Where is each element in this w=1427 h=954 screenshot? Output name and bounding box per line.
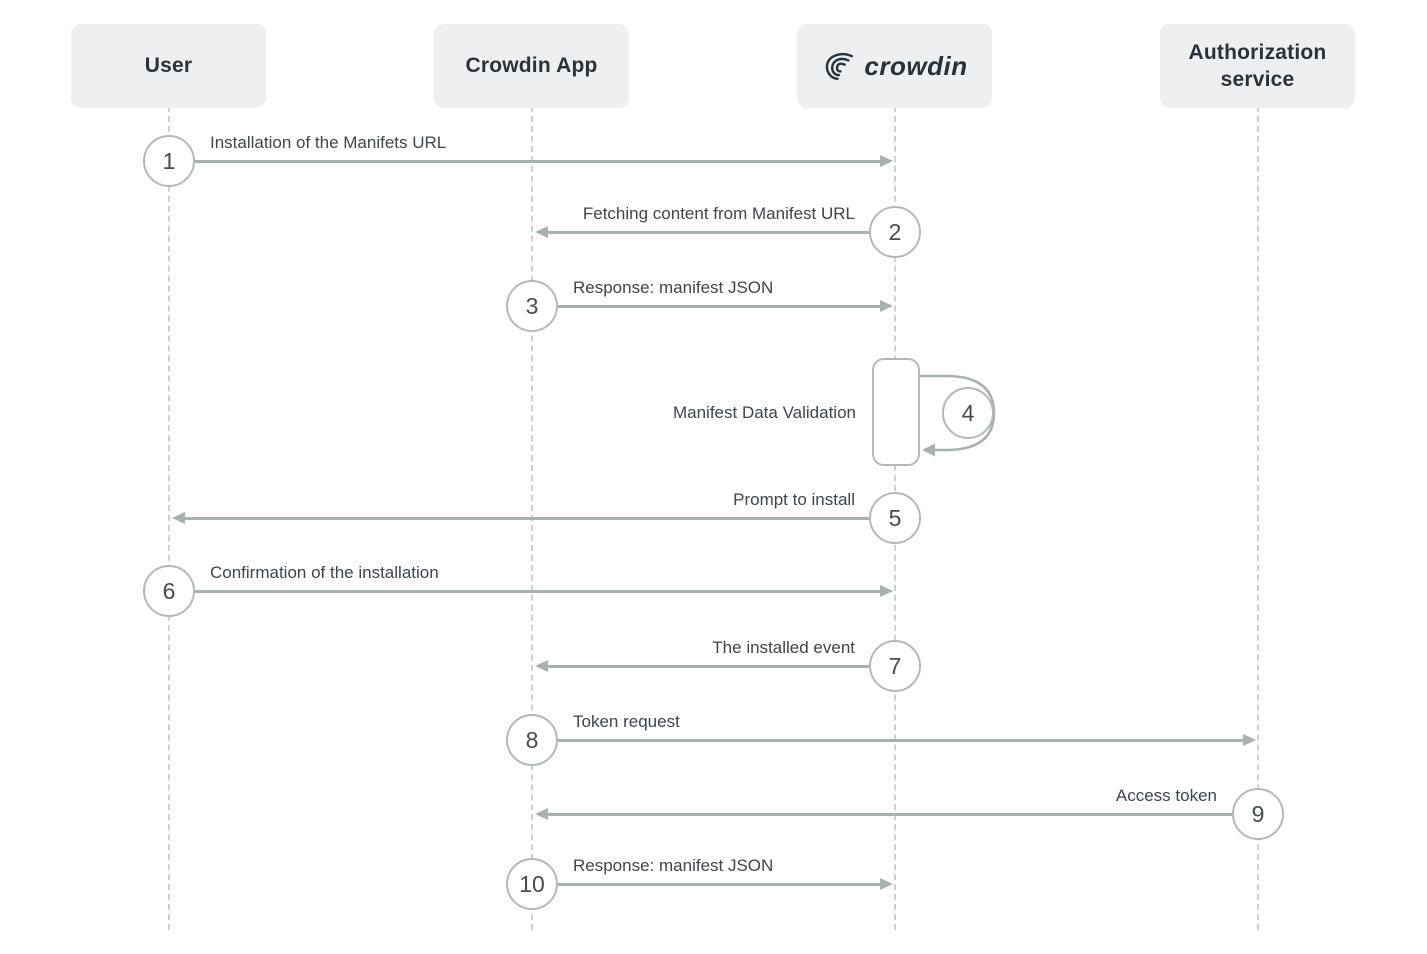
message-2-line: [547, 231, 869, 234]
message-7-label: The installed event: [712, 638, 855, 657]
message-3-line: [558, 305, 880, 308]
arrow-right-icon: [880, 300, 893, 312]
message-2-label: Fetching content from Manifest URL: [582, 204, 855, 223]
message-3-step-circle: 3: [506, 280, 558, 332]
step-number: 4: [961, 399, 975, 426]
message-6-step-circle: 6: [143, 565, 195, 617]
message-4-step-circle: 4: [942, 387, 994, 439]
crowdin-logo: crowdin: [821, 49, 967, 83]
crowdin-swirl-icon: [826, 52, 854, 80]
step-number: 3: [525, 292, 539, 319]
actor-crowdin-app: Crowdin App: [434, 24, 629, 108]
arrow-right-icon: [1243, 734, 1256, 746]
step-number: 7: [888, 652, 902, 679]
step-number: 9: [1251, 800, 1265, 827]
message-8-label: Token request: [573, 712, 680, 731]
message-7-line: [547, 665, 869, 668]
step-number: 6: [162, 577, 176, 604]
arrow-right-icon: [880, 155, 893, 167]
actor-authorization-service-label: Authorization service: [1188, 40, 1327, 91]
message-10-label: Response: manifest JSON: [573, 856, 774, 875]
arrow-right-icon: [880, 585, 893, 597]
actor-user-label: User: [144, 54, 193, 78]
message-10-step-circle: 10: [506, 858, 558, 910]
crowdin-logo-text: crowdin: [864, 50, 968, 81]
message-8-line: [558, 739, 1243, 742]
actor-crowdin-app-label: Crowdin App: [465, 54, 598, 78]
message-6-label: Confirmation of the installation: [210, 563, 439, 582]
actor-user: User: [71, 24, 266, 108]
arrow-left-icon: [535, 226, 548, 238]
step-number: 2: [888, 218, 902, 245]
message-9-step-circle: 9: [1232, 788, 1284, 840]
actor-authorization-service: Authorization service: [1160, 24, 1355, 108]
step-number: 5: [888, 504, 902, 531]
message-2-step-circle: 2: [869, 206, 921, 258]
self-loop-arrow: [920, 374, 996, 457]
arrow-left-icon: [172, 512, 185, 524]
arrow-left-icon: [535, 660, 548, 672]
step-number: 8: [525, 726, 539, 753]
message-1-step-circle: 1: [143, 135, 195, 187]
message-10-line: [558, 883, 880, 886]
activation-bar: [872, 358, 920, 466]
message-5-line: [184, 517, 869, 520]
message-9-line: [547, 813, 1232, 816]
message-1-line: [195, 160, 880, 163]
arrow-right-icon: [880, 878, 893, 890]
step-number: 10: [519, 870, 545, 897]
message-3-label: Response: manifest JSON: [573, 278, 774, 297]
step-number: 1: [162, 147, 176, 174]
message-5-step-circle: 5: [869, 492, 921, 544]
actor-crowdin: crowdin: [797, 24, 992, 108]
message-1-label: Installation of the Manifets URL: [210, 133, 447, 152]
message-6-line: [195, 590, 880, 593]
message-4-label: Manifest Data Validation: [672, 403, 856, 422]
message-8-step-circle: 8: [506, 714, 558, 766]
arrow-left-icon: [535, 808, 548, 820]
message-5-label: Prompt to install: [733, 490, 855, 509]
lifeline-user: [168, 106, 170, 930]
lifeline-authorization-service: [1257, 106, 1259, 930]
message-7-step-circle: 7: [869, 640, 921, 692]
message-9-label: Access token: [1115, 786, 1217, 805]
